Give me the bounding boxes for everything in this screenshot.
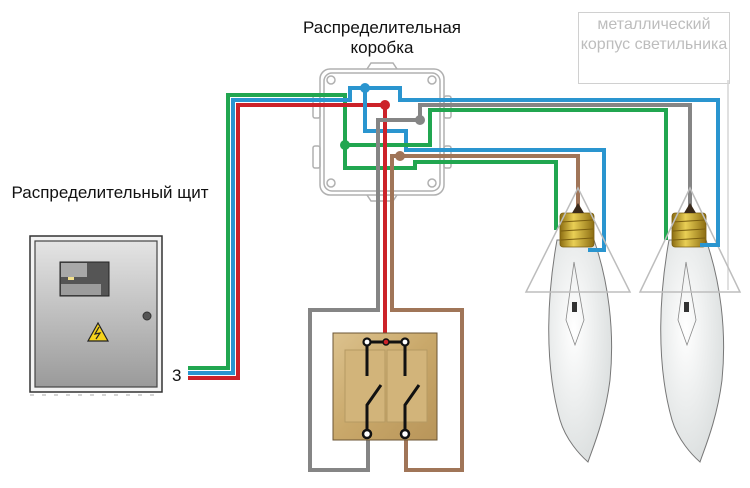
- lamp-housing-label-text: металлический корпус светильника: [580, 16, 728, 53]
- lamp-1-housing-outline: [524, 186, 632, 293]
- neutral-terminals: [588, 240, 720, 252]
- switch-key-left[interactable]: [344, 349, 386, 423]
- ground-to-lamp2: [345, 108, 668, 240]
- lamp-1: [524, 186, 632, 463]
- lamp-2-housing-outline: [638, 186, 742, 293]
- junction-box-label: Распределительная коробка: [282, 18, 482, 58]
- ground-node: [340, 140, 350, 150]
- lamp2-feed-wire: [308, 103, 692, 472]
- wire-count-label: 3: [172, 366, 181, 385]
- lamp1-feed-node: [395, 151, 405, 161]
- lamp-housing-label: металлический корпус светильника: [578, 12, 730, 84]
- lamp2-feed-node: [415, 115, 425, 125]
- distribution-panel: [29, 235, 163, 396]
- phase-wire-feed: [188, 103, 385, 380]
- ground-to-lamp1: [343, 145, 558, 230]
- high-voltage-warning-icon: [86, 321, 110, 342]
- lamp-2: [638, 186, 742, 463]
- double-switch[interactable]: [332, 332, 438, 441]
- junction-nodes: [340, 83, 425, 161]
- panel-label-text: Распределительный щит: [11, 183, 209, 202]
- panel-label: Распределительный щит: [5, 183, 215, 203]
- junction-box-label-text: Распределительная коробка: [302, 18, 461, 57]
- neutral-wire-feed: [188, 86, 365, 375]
- phase-node: [380, 100, 390, 110]
- panel-lock-icon: [142, 311, 152, 321]
- switch-key-right[interactable]: [386, 349, 428, 423]
- panel-feed-cable: [188, 86, 385, 380]
- neutral-node: [360, 83, 370, 93]
- lamp1-feed-wire: [390, 154, 580, 472]
- ground-wire-feed: [188, 93, 347, 370]
- junction-box: [312, 62, 452, 202]
